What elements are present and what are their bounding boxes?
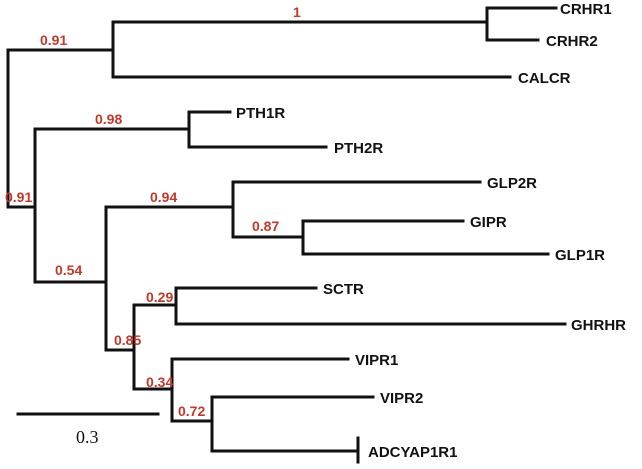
taxon-calcr: CALCR bbox=[518, 70, 571, 87]
branch-pth-clade bbox=[33, 110, 191, 149]
branch-vip-clade bbox=[132, 357, 174, 423]
support-vipr2-adcyap1r1-clade: 0.72 bbox=[178, 403, 205, 419]
support-pth-clade: 0.98 bbox=[95, 111, 122, 127]
scale-bar-label: 0.3 bbox=[76, 427, 99, 447]
support-glp-clade: 0.94 bbox=[150, 189, 177, 205]
taxon-pth2r: PTH2R bbox=[334, 140, 383, 157]
taxon-vipr2: VIPR2 bbox=[380, 390, 423, 407]
branch-vipr2-adcyap1r1 bbox=[170, 395, 214, 453]
taxon-pth1r: PTH1R bbox=[236, 105, 285, 122]
support-gipr-glp1r-clade: 0.87 bbox=[252, 218, 279, 234]
support-sctr-ghrhr-clade: 0.29 bbox=[146, 289, 173, 305]
support-crhr-clade: 1 bbox=[293, 4, 301, 20]
taxon-crhr1: CRHR1 bbox=[560, 1, 612, 18]
branch-adcyap1r1 bbox=[210, 436, 360, 464]
taxon-glp2r: GLP2R bbox=[487, 175, 537, 192]
support-secretin-vip-clade: 0.85 bbox=[114, 332, 141, 348]
branch-top-clade bbox=[6, 20, 115, 79]
taxon-adcyap1r1: ADCYAP1R1 bbox=[368, 444, 457, 461]
taxon-crhr2: CRHR2 bbox=[546, 33, 598, 50]
taxon-vipr1: VIPR1 bbox=[355, 352, 398, 369]
taxon-ghrhr: GHRHR bbox=[571, 317, 626, 334]
branch-lower-clade bbox=[6, 127, 37, 284]
taxon-gipr: GIPR bbox=[470, 214, 507, 231]
taxon-glp1r: GLP1R bbox=[555, 247, 605, 264]
support-vipr1-clade: 0.34 bbox=[146, 374, 173, 390]
support-root-clade: 0.91 bbox=[5, 189, 32, 205]
taxon-sctr: SCTR bbox=[323, 281, 364, 298]
support-glucagon-secretin-clade: 0.54 bbox=[55, 262, 82, 278]
branch-gipr-glp1r bbox=[231, 219, 305, 256]
branch-secretin-vip-clade bbox=[104, 303, 136, 391]
branch-crhr-clade bbox=[111, 6, 489, 42]
branch-glp-clade bbox=[104, 180, 235, 239]
branch-glucagon-secretin-clade bbox=[33, 205, 108, 352]
support-calcr-crhr-clade: 0.91 bbox=[40, 32, 67, 48]
branch-sctr-ghrhr bbox=[132, 286, 178, 326]
